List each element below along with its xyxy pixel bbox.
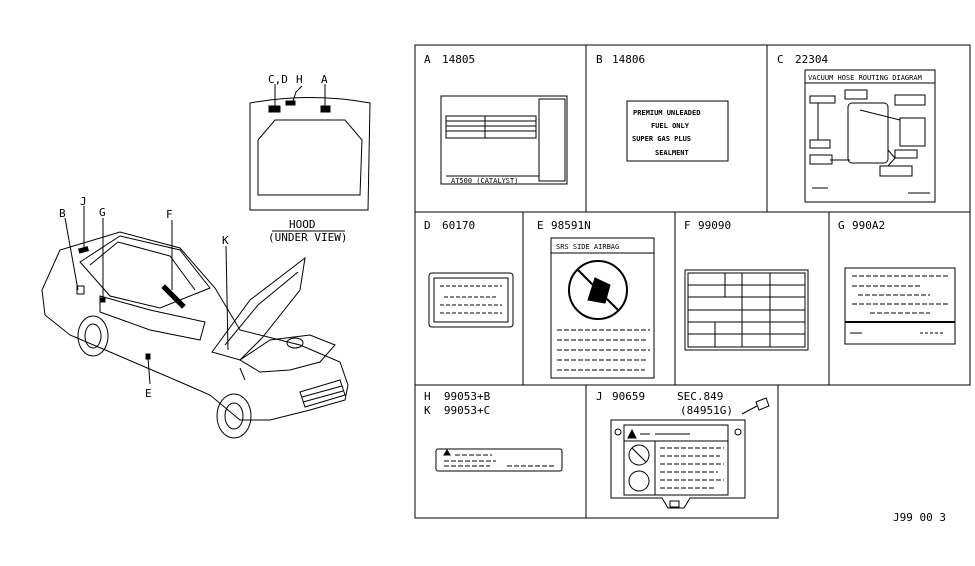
cell-a-letter: A	[424, 53, 431, 66]
cell-e: E 98591N SRS SIDE AIRBAG	[537, 219, 654, 378]
cell-d-letter: D	[424, 219, 431, 232]
no-child-seat-icon	[569, 261, 627, 319]
cell-a: A 14805 AT500 (CATALYST)	[424, 53, 567, 185]
hood-title: HOOD	[289, 218, 316, 231]
cell-h-part: H 99053+B	[424, 390, 491, 403]
cell-c-part-number: 22304	[795, 53, 828, 66]
car-callout-f: F	[166, 208, 173, 221]
cell-a-part-number: 14805	[442, 53, 475, 66]
cell-j: J 90659 SEC.849 (84951G)	[596, 390, 769, 508]
cell-g: G 990A2	[838, 219, 955, 344]
hood-outline	[250, 98, 370, 211]
cell-e-label-title: SRS SIDE AIRBAG	[556, 243, 619, 251]
cell-g-label	[845, 268, 955, 344]
cell-a-label-text: AT500 (CATALYST)	[451, 177, 518, 185]
car-side-window	[100, 296, 205, 340]
car-grille	[300, 380, 345, 407]
cell-e-part-number: 98591N	[551, 219, 591, 232]
cell-c-label	[805, 70, 935, 202]
hood-subtitle: (UNDER VIEW)	[268, 231, 347, 244]
cell-f-part-number: 99090	[698, 219, 731, 232]
car-body	[42, 232, 348, 420]
car-callout-j: J	[80, 195, 87, 208]
cell-c-letter: C	[777, 53, 784, 66]
cell-e-letter: E	[537, 219, 544, 232]
hood-label-cd-marker	[269, 106, 280, 112]
cell-c-label-title: VACUUM HOSE ROUTING DIAGRAM	[808, 74, 922, 82]
cell-d-part-number: 60170	[442, 219, 475, 232]
cell-b-line-1: PREMIUM UNLEADED	[633, 109, 700, 117]
cell-b: B 14806 PREMIUM UNLEADED FUEL ONLY SUPER…	[596, 53, 728, 161]
hood-inner-panel	[258, 120, 362, 195]
cell-f-label	[685, 270, 808, 350]
cell-k-part: K 99053+C	[424, 404, 490, 417]
cell-j-part-number: 90659	[612, 390, 645, 403]
cell-f: F 99090	[684, 219, 808, 350]
hood-callout-a: A	[321, 73, 328, 86]
cell-b-letter: B	[596, 53, 603, 66]
cell-g-part-number: 990A2	[852, 219, 885, 232]
cell-a-label	[441, 96, 567, 184]
cell-d: D 60170	[424, 219, 513, 327]
car-open-hood	[212, 258, 305, 360]
car-rear-wheel	[78, 316, 108, 356]
cell-b-line-4: SEALMENT	[655, 149, 689, 157]
car-callout-e: E	[145, 387, 152, 400]
cell-h-k: H 99053+B K 99053+C	[424, 390, 562, 471]
car-illustration: B J G F K E	[42, 195, 348, 438]
car-front-wheel	[217, 394, 251, 438]
hood-callout-cd: C,D	[268, 73, 288, 86]
cell-b-line-3: SUPER GAS PLUS	[632, 135, 691, 143]
cell-j-section: SEC.849	[677, 390, 723, 403]
cell-d-label	[429, 273, 513, 327]
cell-b-label	[627, 101, 728, 161]
car-callout-k: K	[222, 234, 229, 247]
cell-g-letter: G	[838, 219, 845, 232]
car-callout-b: B	[59, 207, 66, 220]
car-rear-window	[90, 242, 195, 290]
car-roof	[80, 236, 210, 308]
clip-fastener	[756, 398, 769, 410]
label-grid	[415, 45, 970, 518]
hood-callout-h: H	[296, 73, 303, 86]
cell-b-part-number: 14806	[612, 53, 645, 66]
cell-hk-label	[436, 449, 562, 471]
cell-c: C 22304 VACUUM HOSE ROUTING DIAGRAM	[777, 53, 935, 202]
cell-b-line-2: FUEL ONLY	[651, 122, 690, 130]
diagram-code: J99 00 3	[893, 511, 946, 524]
cell-f-letter: F	[684, 219, 691, 232]
cell-j-label	[611, 420, 745, 508]
hood-label-a-marker	[321, 106, 330, 112]
cell-j-letter: J	[596, 390, 603, 403]
cell-j-section-part: (84951G)	[680, 404, 733, 417]
hood-under-view: C,D H A HOOD (UNDER VIEW)	[250, 73, 370, 244]
car-callout-g: G	[99, 206, 106, 219]
car-engine-bay	[240, 335, 335, 372]
hood-label-h-marker	[286, 101, 295, 105]
cell-e-label	[551, 238, 654, 378]
